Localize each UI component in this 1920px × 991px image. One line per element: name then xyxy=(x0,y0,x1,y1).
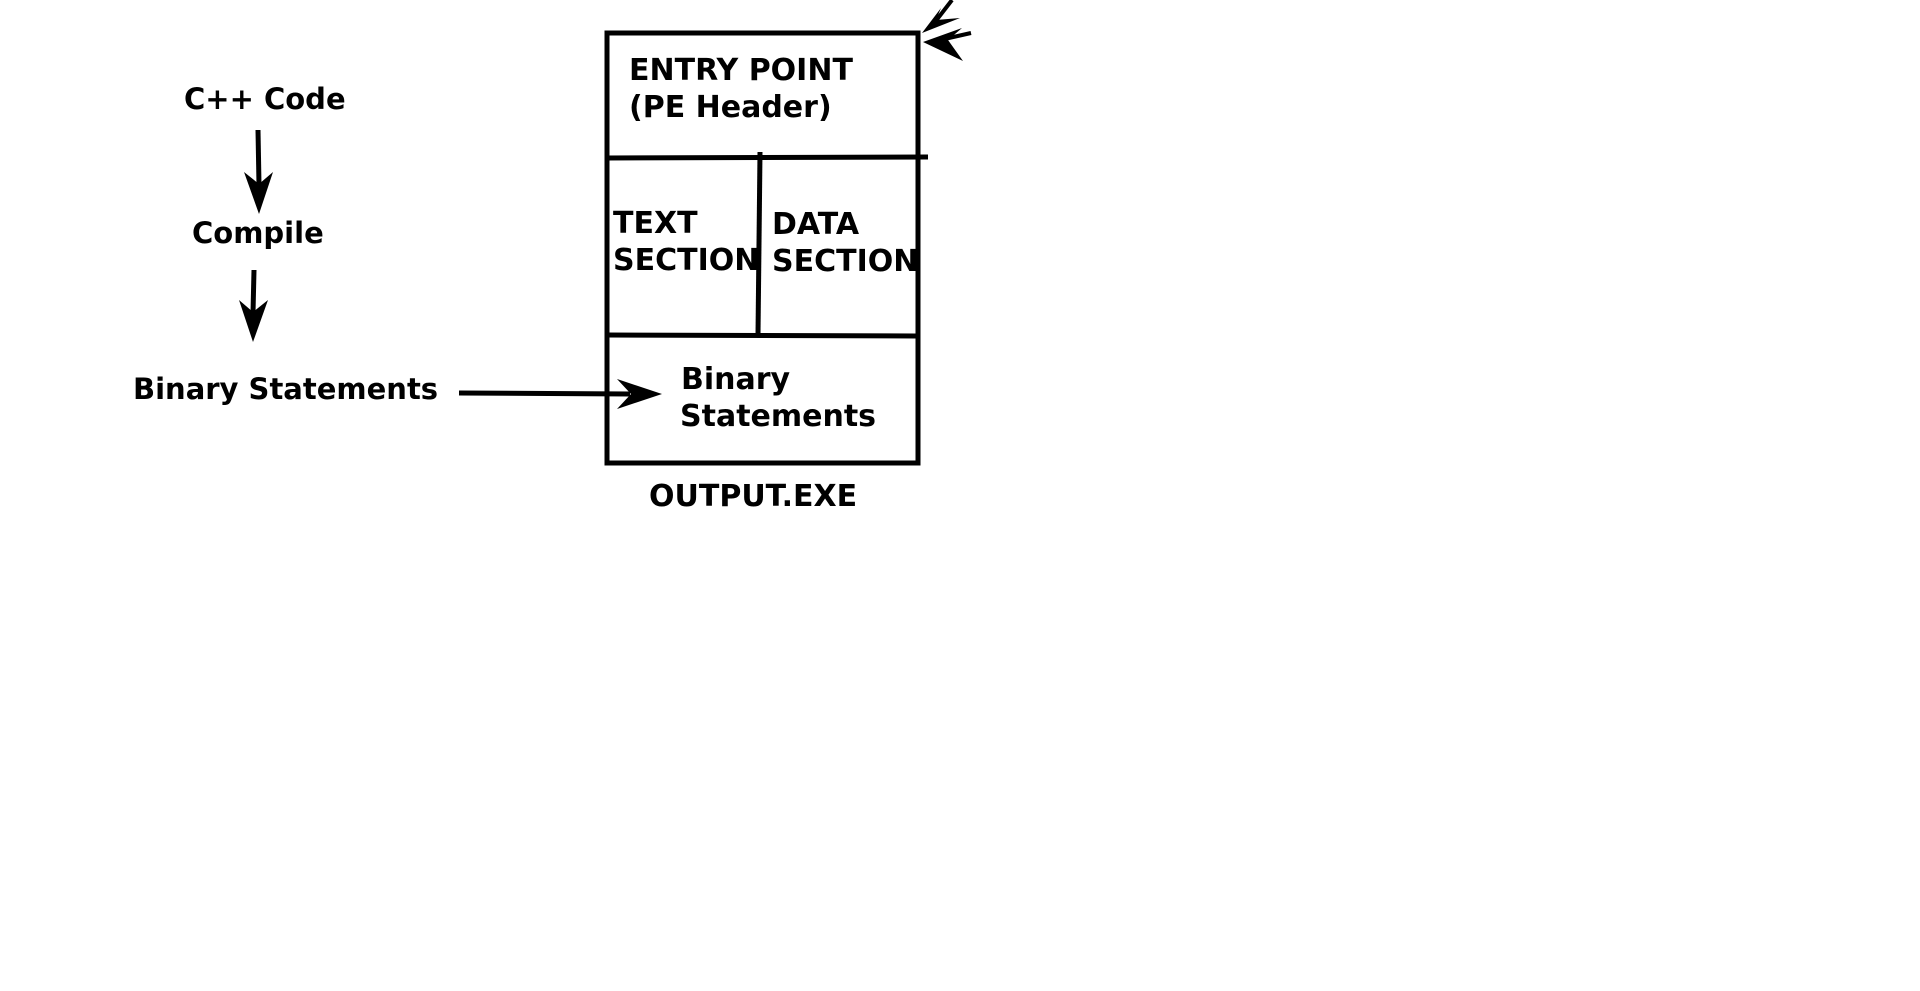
exe-binary-label-1: Binary xyxy=(681,362,791,397)
text-section-label-2: SECTION xyxy=(613,243,759,278)
flow-step-label: Compile xyxy=(192,216,324,250)
output-exe: ENTRY POINT (PE Header) TEXT SECTION DAT… xyxy=(604,30,929,514)
flow-arrow-2 xyxy=(239,269,268,342)
corner-arrows xyxy=(922,0,972,61)
data-section-label-2: SECTION xyxy=(772,244,918,279)
pe-header-label: (PE Header) xyxy=(629,90,832,125)
flow-arrow-1 xyxy=(244,129,273,214)
flow-arrow-to-exe xyxy=(458,379,662,409)
flow-result-label: Binary Statements xyxy=(133,372,438,406)
entry-point-label: ENTRY POINT xyxy=(629,53,853,88)
section-split xyxy=(755,151,763,336)
compile-flow: C++ Code Compile Binary Statements xyxy=(133,82,662,409)
text-section-label-1: TEXT xyxy=(613,206,698,241)
data-section-label-1: DATA xyxy=(772,207,860,242)
exe-outline xyxy=(604,30,921,466)
header-divider xyxy=(606,154,929,161)
exe-caption: OUTPUT.EXE xyxy=(649,479,857,514)
sections-divider xyxy=(606,332,917,339)
flow-source-label: C++ Code xyxy=(184,82,346,116)
exe-binary-label-2: Statements xyxy=(680,399,876,434)
